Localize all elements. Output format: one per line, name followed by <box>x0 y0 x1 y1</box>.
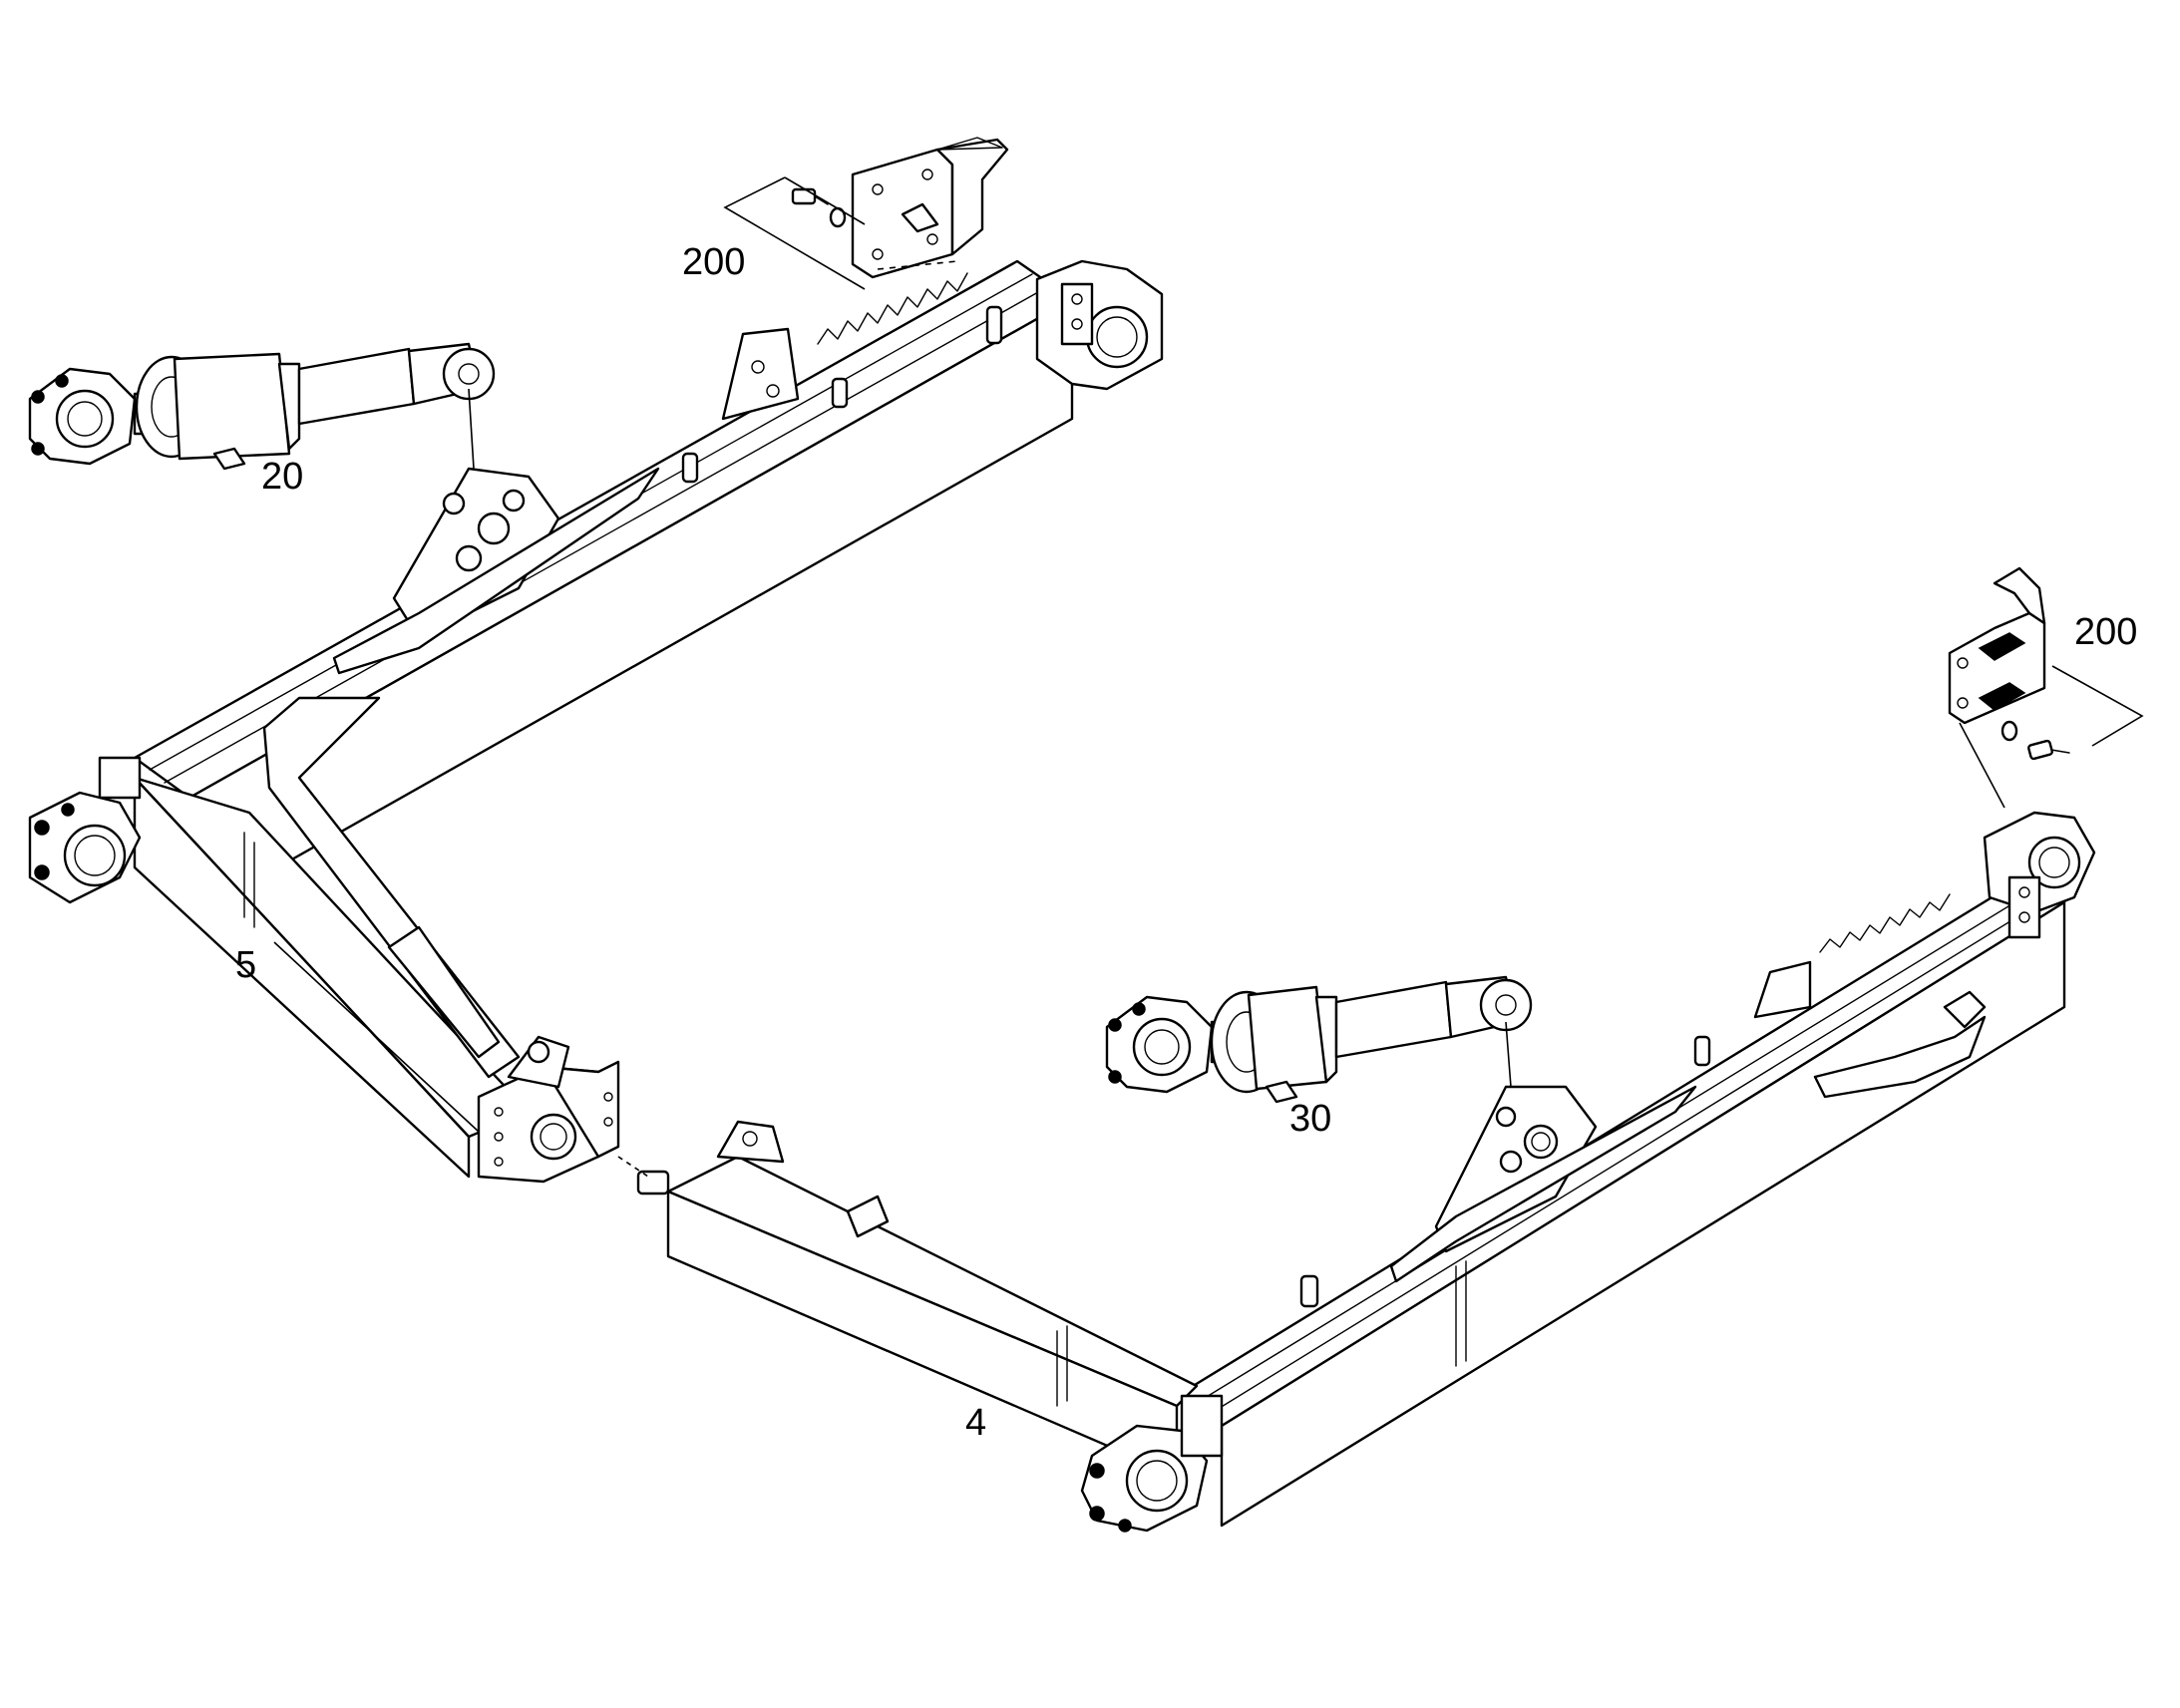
wear-pad-part-200-top <box>791 137 1009 279</box>
callout-leaders <box>273 176 2144 1178</box>
end-mount-lower-right <box>1983 811 2096 939</box>
leader-200-right <box>2051 665 2144 747</box>
wear-pad-part-200-right <box>1948 566 2070 761</box>
leader-30 <box>1505 1021 1512 1088</box>
end-mount-upper-right <box>1035 259 1164 391</box>
callout-label-200-top: 200 <box>682 241 745 283</box>
frame-part-4 <box>636 811 2096 1533</box>
leader-200-top <box>723 176 866 290</box>
callout-label-200-right: 200 <box>2074 611 2137 653</box>
hydraulic-cylinder-part-30 <box>1105 975 1533 1104</box>
leader-20 <box>468 388 475 470</box>
end-mount-lower-left <box>1080 1394 1224 1533</box>
frame-part-5 <box>28 259 1164 1184</box>
hydraulic-cylinder-part-20 <box>28 342 496 471</box>
callout-label-5: 5 <box>235 944 256 986</box>
callout-label-20: 20 <box>261 456 303 498</box>
callout-label-30: 30 <box>1289 1098 1331 1140</box>
end-mount-left <box>28 756 142 904</box>
callout-label-4: 4 <box>965 1402 986 1444</box>
leader-5 <box>273 941 480 1133</box>
